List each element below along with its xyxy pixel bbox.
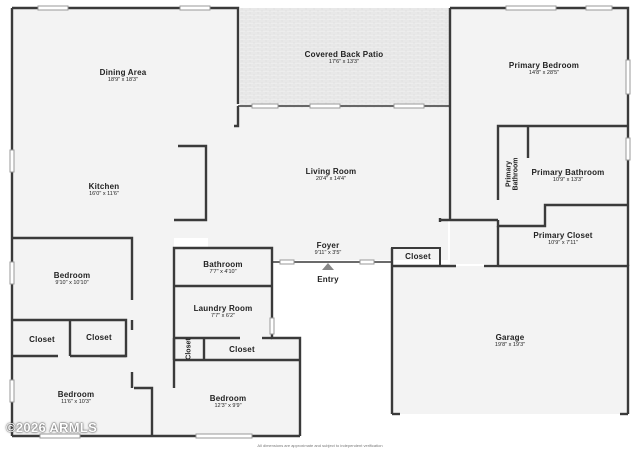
room-name: Primary Bathroom bbox=[531, 168, 605, 177]
room-name: Bedroom bbox=[53, 271, 91, 280]
room-dims: 7'7" x 6'2" bbox=[210, 313, 236, 320]
room-name: Bedroom bbox=[209, 394, 247, 403]
room-name: Covered Back Patio bbox=[304, 50, 384, 59]
room-dims: 10'9" x 7'11" bbox=[548, 240, 578, 247]
patio-floor bbox=[240, 8, 450, 108]
room-dims: 20'4" x 14'4" bbox=[315, 176, 347, 183]
room-kitchen: Kitchen 16'0" x 11'6" bbox=[89, 182, 120, 198]
room-name: Garage bbox=[495, 333, 525, 342]
floor-fills bbox=[12, 8, 628, 436]
room-name: Kitchen bbox=[88, 182, 120, 191]
room-name: Foyer bbox=[316, 241, 340, 250]
room-dims: 18'9" x 18'3" bbox=[107, 77, 139, 84]
room-dims: 16'0" x 11'6" bbox=[89, 191, 119, 198]
closet-c-label: Closet bbox=[229, 345, 255, 354]
room-name: Primary Closet bbox=[533, 231, 593, 240]
room-name: Dining Area bbox=[99, 68, 147, 77]
room-primary-bedroom: Primary Bedroom 14'8" x 28'5" bbox=[509, 61, 579, 77]
disclaimer: All dimensions are approximate and subje… bbox=[257, 443, 383, 448]
closet-vertical-label: Closet bbox=[185, 338, 193, 360]
closet-foyer-label: Closet bbox=[405, 252, 431, 261]
room-name: Living Room bbox=[305, 167, 357, 176]
room-bedroom-left: Bedroom 9'10" x 10'10" bbox=[54, 271, 91, 287]
room-bathroom: Bathroom 7'7" x 4'10" bbox=[203, 260, 242, 276]
room-primary-closet: Primary Closet 10'9" x 7'11" bbox=[533, 231, 592, 247]
windows bbox=[9, 5, 631, 439]
room-name: Bathroom bbox=[203, 260, 243, 269]
room-dims: 7'7" x 4'10" bbox=[209, 269, 237, 276]
room-bedroom-bottom-left: Bedroom 11'6" x 10'3" bbox=[58, 390, 95, 406]
room-primary-bath-small: Primary Bathroom bbox=[498, 157, 528, 191]
room-name: Bedroom bbox=[57, 390, 95, 399]
room-dims: 19'8" x 19'3" bbox=[494, 342, 526, 349]
room-dims: 17'6" x 13'3" bbox=[328, 59, 360, 66]
room-primary-bathroom: Primary Bathroom 10'9" x 13'3" bbox=[532, 168, 605, 184]
room-name: Laundry Room bbox=[193, 304, 253, 313]
entry-label: Entry bbox=[317, 275, 339, 284]
room-dims: 14'8" x 28'5" bbox=[528, 70, 560, 77]
room-garage: Garage 19'8" x 19'3" bbox=[495, 333, 525, 349]
closet-b-label: Closet bbox=[86, 333, 112, 342]
room-dining-area: Dining Area 18'9" x 18'3" bbox=[100, 68, 147, 84]
room-name-line1: Primary bbox=[505, 160, 513, 188]
room-dims: 9'10" x 10'10" bbox=[55, 280, 89, 287]
walls bbox=[10, 6, 630, 438]
room-covered-patio: Covered Back Patio 17'6" x 13'3" bbox=[305, 50, 384, 66]
closet-a-label: Closet bbox=[29, 335, 55, 344]
room-foyer: Foyer 9'11" x 3'5" bbox=[315, 241, 342, 257]
room-name: Primary Bedroom bbox=[508, 61, 580, 70]
watermark: ©2026 ARMLS bbox=[6, 420, 98, 435]
room-name-line2: Bathroom bbox=[513, 157, 520, 191]
entry-arrow-icon bbox=[322, 263, 334, 270]
room-bedroom-bottom-center: Bedroom 12'3" x 9'9" bbox=[210, 394, 247, 410]
room-dims: 11'6" x 10'3" bbox=[61, 399, 91, 406]
room-living-room: Living Room 20'4" x 14'4" bbox=[306, 167, 357, 183]
room-dims: 10'9" x 13'3" bbox=[552, 177, 584, 184]
room-laundry: Laundry Room 7'7" x 6'2" bbox=[194, 304, 253, 320]
room-dims: 12'3" x 9'9" bbox=[214, 403, 242, 410]
room-dims: 9'11" x 3'5" bbox=[314, 250, 342, 257]
